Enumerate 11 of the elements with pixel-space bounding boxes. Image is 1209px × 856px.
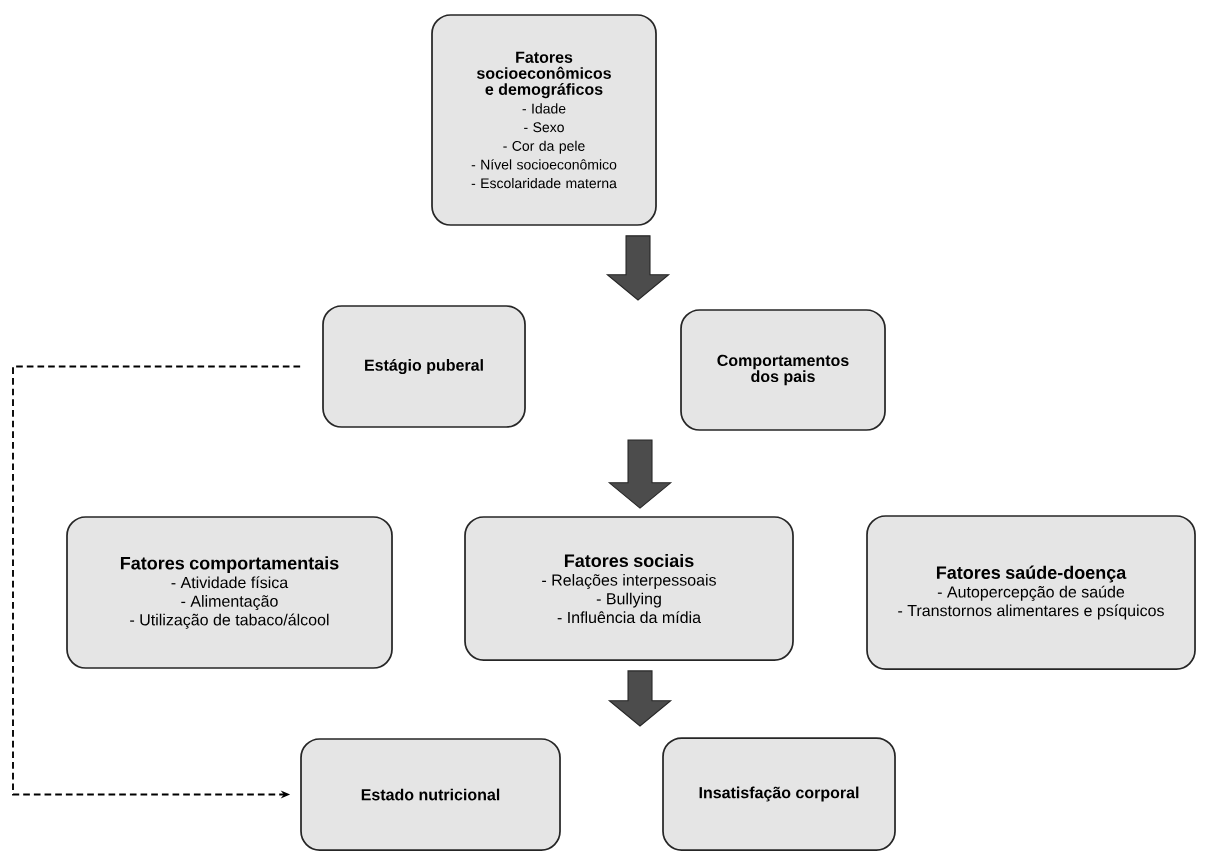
process-box: Fatores socioeconômicos e demográficos - Idade - Sexo - Cor da pele - Nível socioeconômico - Escolaridade materna [431,14,657,226]
process-box: Comportamentos dos pais [680,309,886,431]
process-box: Estado nutricional [300,738,561,851]
process-box: Insatisfação corporal [662,737,896,851]
block-arrow [607,439,673,509]
process-box: Fatores comportamentais - Atividade física - Alimentação - Utilização de tabaco/álcool [66,516,393,669]
process-box: Fatores sociais - Relações interpessoais - Bullying - Influência da mídia [464,516,794,661]
process-box: Estágio puberal [322,305,526,428]
block-arrow [607,670,673,727]
block-arrow [605,235,671,301]
process-box: Fatores saúde-doença - Autopercepção de saúde - Transtornos alimentares e psíquicos [866,515,1196,670]
